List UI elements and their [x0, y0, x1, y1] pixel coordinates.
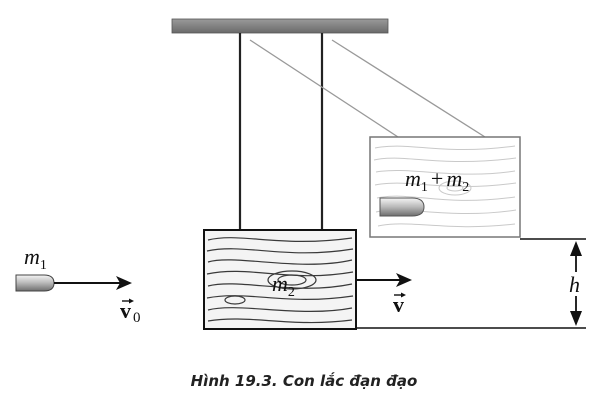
- embedded-bullet: [379, 197, 425, 217]
- string-swung-right: [331, 39, 486, 138]
- string-swung-left: [249, 39, 399, 138]
- label-m1: m1: [24, 244, 47, 273]
- block-combined: [369, 136, 521, 238]
- bullet-m1: [15, 274, 55, 292]
- svg-text:v0: v0: [120, 298, 141, 326]
- height-dimension-arrow: [570, 241, 582, 326]
- figure-caption: Hình 19.3. Con lắc đạn đạo: [190, 372, 418, 390]
- svg-text:v: v: [393, 292, 404, 317]
- ceiling-support: [171, 18, 389, 34]
- velocity-v-arrow: [356, 273, 412, 287]
- label-v: v: [393, 292, 406, 317]
- label-m2: m2: [272, 271, 295, 300]
- block-m2: [203, 229, 357, 330]
- velocity-v0-arrow: [54, 276, 132, 290]
- label-h: h: [569, 272, 580, 297]
- label-combined-mass: m1+m2: [405, 166, 469, 195]
